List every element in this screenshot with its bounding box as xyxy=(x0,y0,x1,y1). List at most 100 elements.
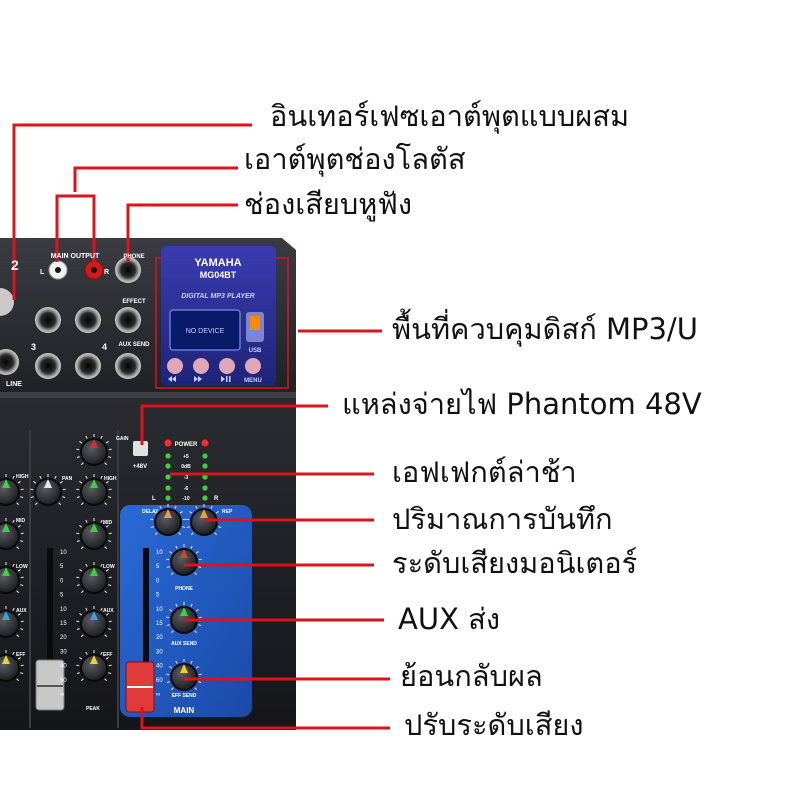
knob-tick xyxy=(198,624,202,627)
fader-scale-label: 5 xyxy=(60,564,64,570)
knob-tick xyxy=(218,526,222,529)
knob-tick xyxy=(17,481,21,484)
aux-send-knob-label: AUX SEND xyxy=(171,641,197,647)
rotary-knob[interactable] xyxy=(0,610,20,638)
knob-tick xyxy=(76,496,80,499)
effect-jack[interactable] xyxy=(115,307,141,333)
knob-tick xyxy=(76,672,80,675)
knob-tick xyxy=(104,634,108,638)
knob-tick xyxy=(30,496,34,499)
meter-led xyxy=(165,485,171,491)
knob-tick xyxy=(100,563,103,567)
knob-pointer xyxy=(90,567,98,576)
fader-scale-label: 60 xyxy=(60,678,67,684)
meter-label: +5 xyxy=(183,454,189,460)
knob-tick xyxy=(80,462,84,466)
fader-scale-label: 40 xyxy=(60,664,67,670)
phantom-label: +48V xyxy=(133,464,147,470)
knob-pointer xyxy=(2,479,10,488)
main-out-jack-r[interactable] xyxy=(75,307,101,333)
knob-tick xyxy=(104,678,108,682)
fader-scale-label: 5 xyxy=(60,593,64,599)
next-icon xyxy=(194,376,202,382)
knob-tick xyxy=(159,505,162,509)
phone-jack[interactable] xyxy=(115,257,141,283)
knob-tick xyxy=(210,505,213,509)
channel-2-label: 2 xyxy=(11,257,19,273)
knob-tick xyxy=(170,572,174,576)
knob-tick xyxy=(20,496,24,499)
gain-label: GAIN xyxy=(116,436,129,442)
main-out-jack-l[interactable] xyxy=(35,307,61,333)
knob-pointer xyxy=(2,655,10,664)
meter-led xyxy=(165,463,171,469)
callout-mp3-area: พื้นที่ควบคุมดิสก์ MP3/U xyxy=(392,312,698,346)
line-jack-2[interactable] xyxy=(0,349,19,375)
knob-tick xyxy=(85,475,88,479)
knob-tick xyxy=(100,651,103,655)
aux-send-jack[interactable] xyxy=(115,353,141,379)
callout-lotus-output: เอาต์พุตช่องโลตัส xyxy=(244,142,466,176)
power-led xyxy=(201,439,209,447)
eff-label-ch1: EFF xyxy=(16,652,25,658)
line-jack-4[interactable] xyxy=(75,353,101,379)
knob-tick xyxy=(104,462,108,466)
eff-send-knob-label: EFF SEND xyxy=(172,693,197,699)
callout-eff-return: ย้อนกลับผล xyxy=(400,659,543,693)
callout-line-lotus-branch xyxy=(55,194,96,262)
knob-tick xyxy=(100,607,103,611)
r-label: R xyxy=(104,269,109,276)
knob-tick xyxy=(175,603,178,607)
knob-tick xyxy=(195,609,199,612)
callout-delay: เอฟเฟกต์ล่าช้า xyxy=(392,455,577,489)
rotary-knob[interactable] xyxy=(0,566,20,594)
knob-tick xyxy=(79,569,83,572)
callout-combo-output: อินเทอร์เฟซเอาต์พุตแบบผสม xyxy=(270,99,630,133)
knob-tick xyxy=(34,502,38,506)
knob-tick xyxy=(105,569,109,572)
knob-tick xyxy=(169,609,173,612)
peak-label: PEAK xyxy=(86,706,100,712)
fader-scale-label: 40 xyxy=(156,664,163,670)
knob-tick xyxy=(190,532,194,536)
knob-tick xyxy=(190,545,193,549)
knob-pointer xyxy=(2,567,10,576)
knob-tick xyxy=(17,569,21,572)
knob-tick xyxy=(20,584,24,587)
phantom-48v-button[interactable] xyxy=(133,441,148,456)
knob-tick xyxy=(169,551,173,554)
knob-pointer xyxy=(180,607,188,616)
knob-tick xyxy=(85,519,88,523)
callout-aux-send: AUX ส่ง xyxy=(398,602,501,636)
knob-tick xyxy=(79,441,83,444)
play-pause-button[interactable] xyxy=(219,358,235,374)
fader-scale-label: 20 xyxy=(60,635,67,641)
knob-pointer xyxy=(180,549,188,558)
rotary-knob[interactable] xyxy=(0,522,20,550)
knob-tick xyxy=(17,613,21,616)
knob-tick xyxy=(166,566,170,569)
rotary-knob[interactable] xyxy=(0,478,20,506)
callout-line-volume xyxy=(140,707,390,730)
meter-led xyxy=(165,453,171,459)
line-jack-3[interactable] xyxy=(35,353,61,379)
play-pause-icon xyxy=(221,376,231,382)
menu-button[interactable] xyxy=(245,358,261,374)
xlr-jack[interactable] xyxy=(0,288,14,316)
mid-label-ch1: MID xyxy=(16,518,26,524)
fader-scale-label: 0 xyxy=(60,578,64,584)
channel-4-label: 4 xyxy=(102,342,107,352)
knob-tick xyxy=(39,475,42,479)
line-label: LINE xyxy=(6,381,22,388)
knob-tick xyxy=(166,624,170,627)
next-button[interactable] xyxy=(193,358,209,374)
meter-label: -6 xyxy=(184,486,189,492)
rotary-knob[interactable] xyxy=(0,654,20,682)
prev-button[interactable] xyxy=(167,358,183,374)
callout-phantom: แหล่งจ่ายไฟ Phantom 48V xyxy=(342,387,702,421)
knob-pointer xyxy=(164,509,172,518)
rep-label: REP xyxy=(222,509,233,515)
meter-led xyxy=(165,495,171,501)
